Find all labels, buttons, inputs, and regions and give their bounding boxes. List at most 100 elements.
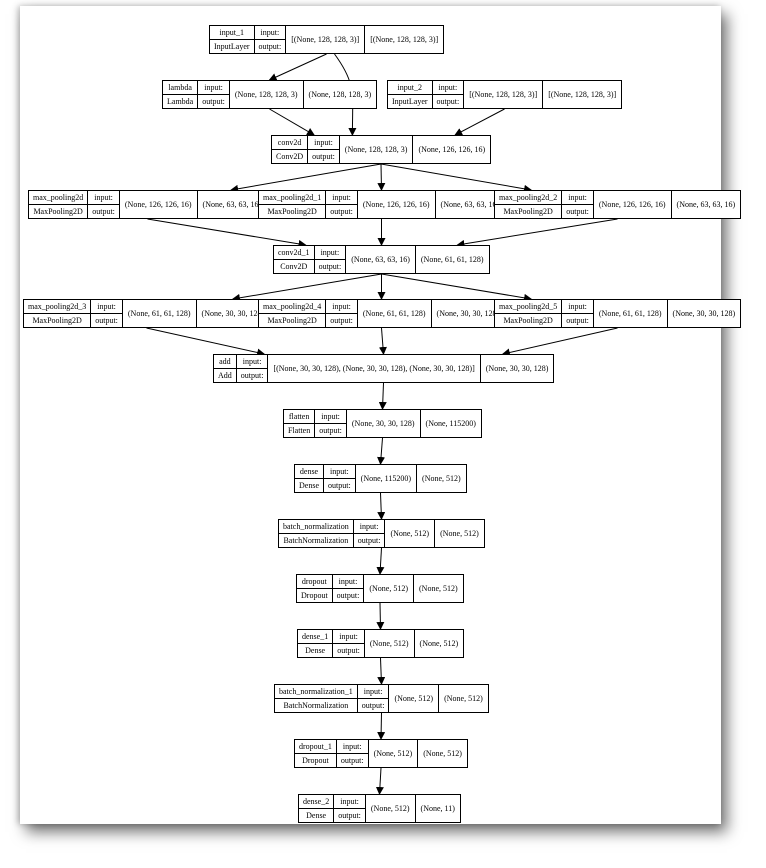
port-label-cell: input:output:: [432, 81, 465, 108]
input-port-label: input:: [332, 193, 351, 202]
layer-class: MaxPooling2D: [259, 204, 326, 218]
port-label-cell: input: output:: [353, 520, 386, 547]
input-shape: (None, 61, 61, 128): [358, 300, 432, 327]
layer-class: Dense: [298, 643, 333, 657]
layer-name: dense: [299, 467, 319, 476]
input-shape: [(None, 128, 128, 3)]: [286, 26, 366, 53]
layer-name: max_pooling2d_3: [28, 302, 87, 311]
input-shape: [(None, 128, 128, 3)]: [464, 81, 544, 108]
output-port-label: output:: [562, 313, 593, 327]
layer-class: Dropout: [297, 588, 332, 602]
output-shape: (None, 512): [422, 474, 461, 483]
port-label-cell: input:output:: [336, 740, 369, 767]
input-port-label: input:: [338, 577, 358, 586]
output-port-label: output:: [562, 204, 593, 218]
port-label-cell: input: output:: [562, 191, 594, 218]
port-label-cell: input:output:: [198, 81, 230, 108]
output-shape: [(None, 128, 128, 3)]: [548, 90, 617, 99]
output-shape: (None, 30, 30, 128): [436, 309, 500, 318]
port-label-cell: input:output:: [315, 410, 347, 437]
layer-class: InputLayer: [388, 94, 432, 108]
output-shape: (None, 126, 126, 16): [418, 145, 486, 154]
output-port-label: output:: [314, 259, 346, 273]
input-shape: (None, 115200): [356, 465, 418, 492]
port-label-cell: input: output:: [314, 246, 347, 273]
port-label-cell: input:output:: [324, 465, 356, 492]
input-port-label: input:: [359, 522, 379, 531]
port-label-cell: input:output:: [333, 630, 365, 657]
input-shape: (None, 512): [389, 685, 440, 712]
layer-class: Dropout: [295, 753, 336, 767]
layer-class: MaxPooling2D: [259, 313, 326, 327]
layer-class: Lambda: [163, 94, 198, 108]
input-port-label: input:: [260, 28, 280, 37]
layer-class: Conv2D: [272, 149, 308, 163]
output-port-label: output:: [308, 149, 339, 163]
port-label-cell: input: output:: [332, 575, 365, 602]
layer-class: Dense: [295, 478, 323, 492]
layer-class: BatchNormalization: [279, 533, 353, 547]
input-shape: (None, 126, 126, 16): [120, 191, 198, 218]
layer-name: dropout: [301, 577, 327, 586]
layer-name: flatten: [288, 412, 310, 421]
layer-class: Flatten: [284, 423, 315, 437]
output-port-label: output:: [254, 39, 286, 53]
output-shape: (None, 30, 30, 128): [201, 309, 265, 318]
input-shape: (None, 30, 30, 128): [347, 410, 421, 437]
port-label-cell: input: output:: [308, 136, 340, 163]
port-label-cell: input:output:: [236, 355, 269, 382]
output-port-label: output:: [357, 698, 389, 712]
input-shape: (None, 512): [364, 575, 414, 602]
layer-name: dropout_1: [299, 742, 332, 751]
input-port-label: input:: [340, 797, 359, 806]
input-port-label: input:: [568, 193, 587, 202]
input-port-label: input:: [94, 193, 113, 202]
output-port-label: output:: [88, 204, 119, 218]
input-port-label: input:: [314, 138, 333, 147]
input-port-label: input:: [438, 83, 458, 92]
layer-name: conv2d_1: [278, 248, 310, 257]
port-label-cell: input: output:: [88, 191, 120, 218]
input-port-label: input:: [320, 248, 340, 257]
output-shape: (None, 115200): [425, 419, 476, 428]
input-shape: (None, 512): [365, 630, 415, 657]
output-shape: (None, 63, 63, 16): [440, 200, 500, 209]
port-label-cell: input: output:: [254, 26, 287, 53]
output-shape: (None, 30, 30, 128): [672, 309, 736, 318]
output-port-label: output:: [353, 533, 385, 547]
layer-name: dense_2: [303, 797, 330, 806]
output-shape: (None, 30, 30, 128): [485, 364, 549, 373]
output-port-label: output:: [315, 423, 346, 437]
input-shape: (None, 512): [366, 795, 416, 822]
output-port-label: output:: [332, 588, 364, 602]
input-shape: (None, 126, 126, 16): [358, 191, 436, 218]
layer-class: MaxPooling2D: [24, 313, 91, 327]
input-port-label: input:: [339, 632, 358, 641]
input-port-label: input:: [330, 467, 349, 476]
